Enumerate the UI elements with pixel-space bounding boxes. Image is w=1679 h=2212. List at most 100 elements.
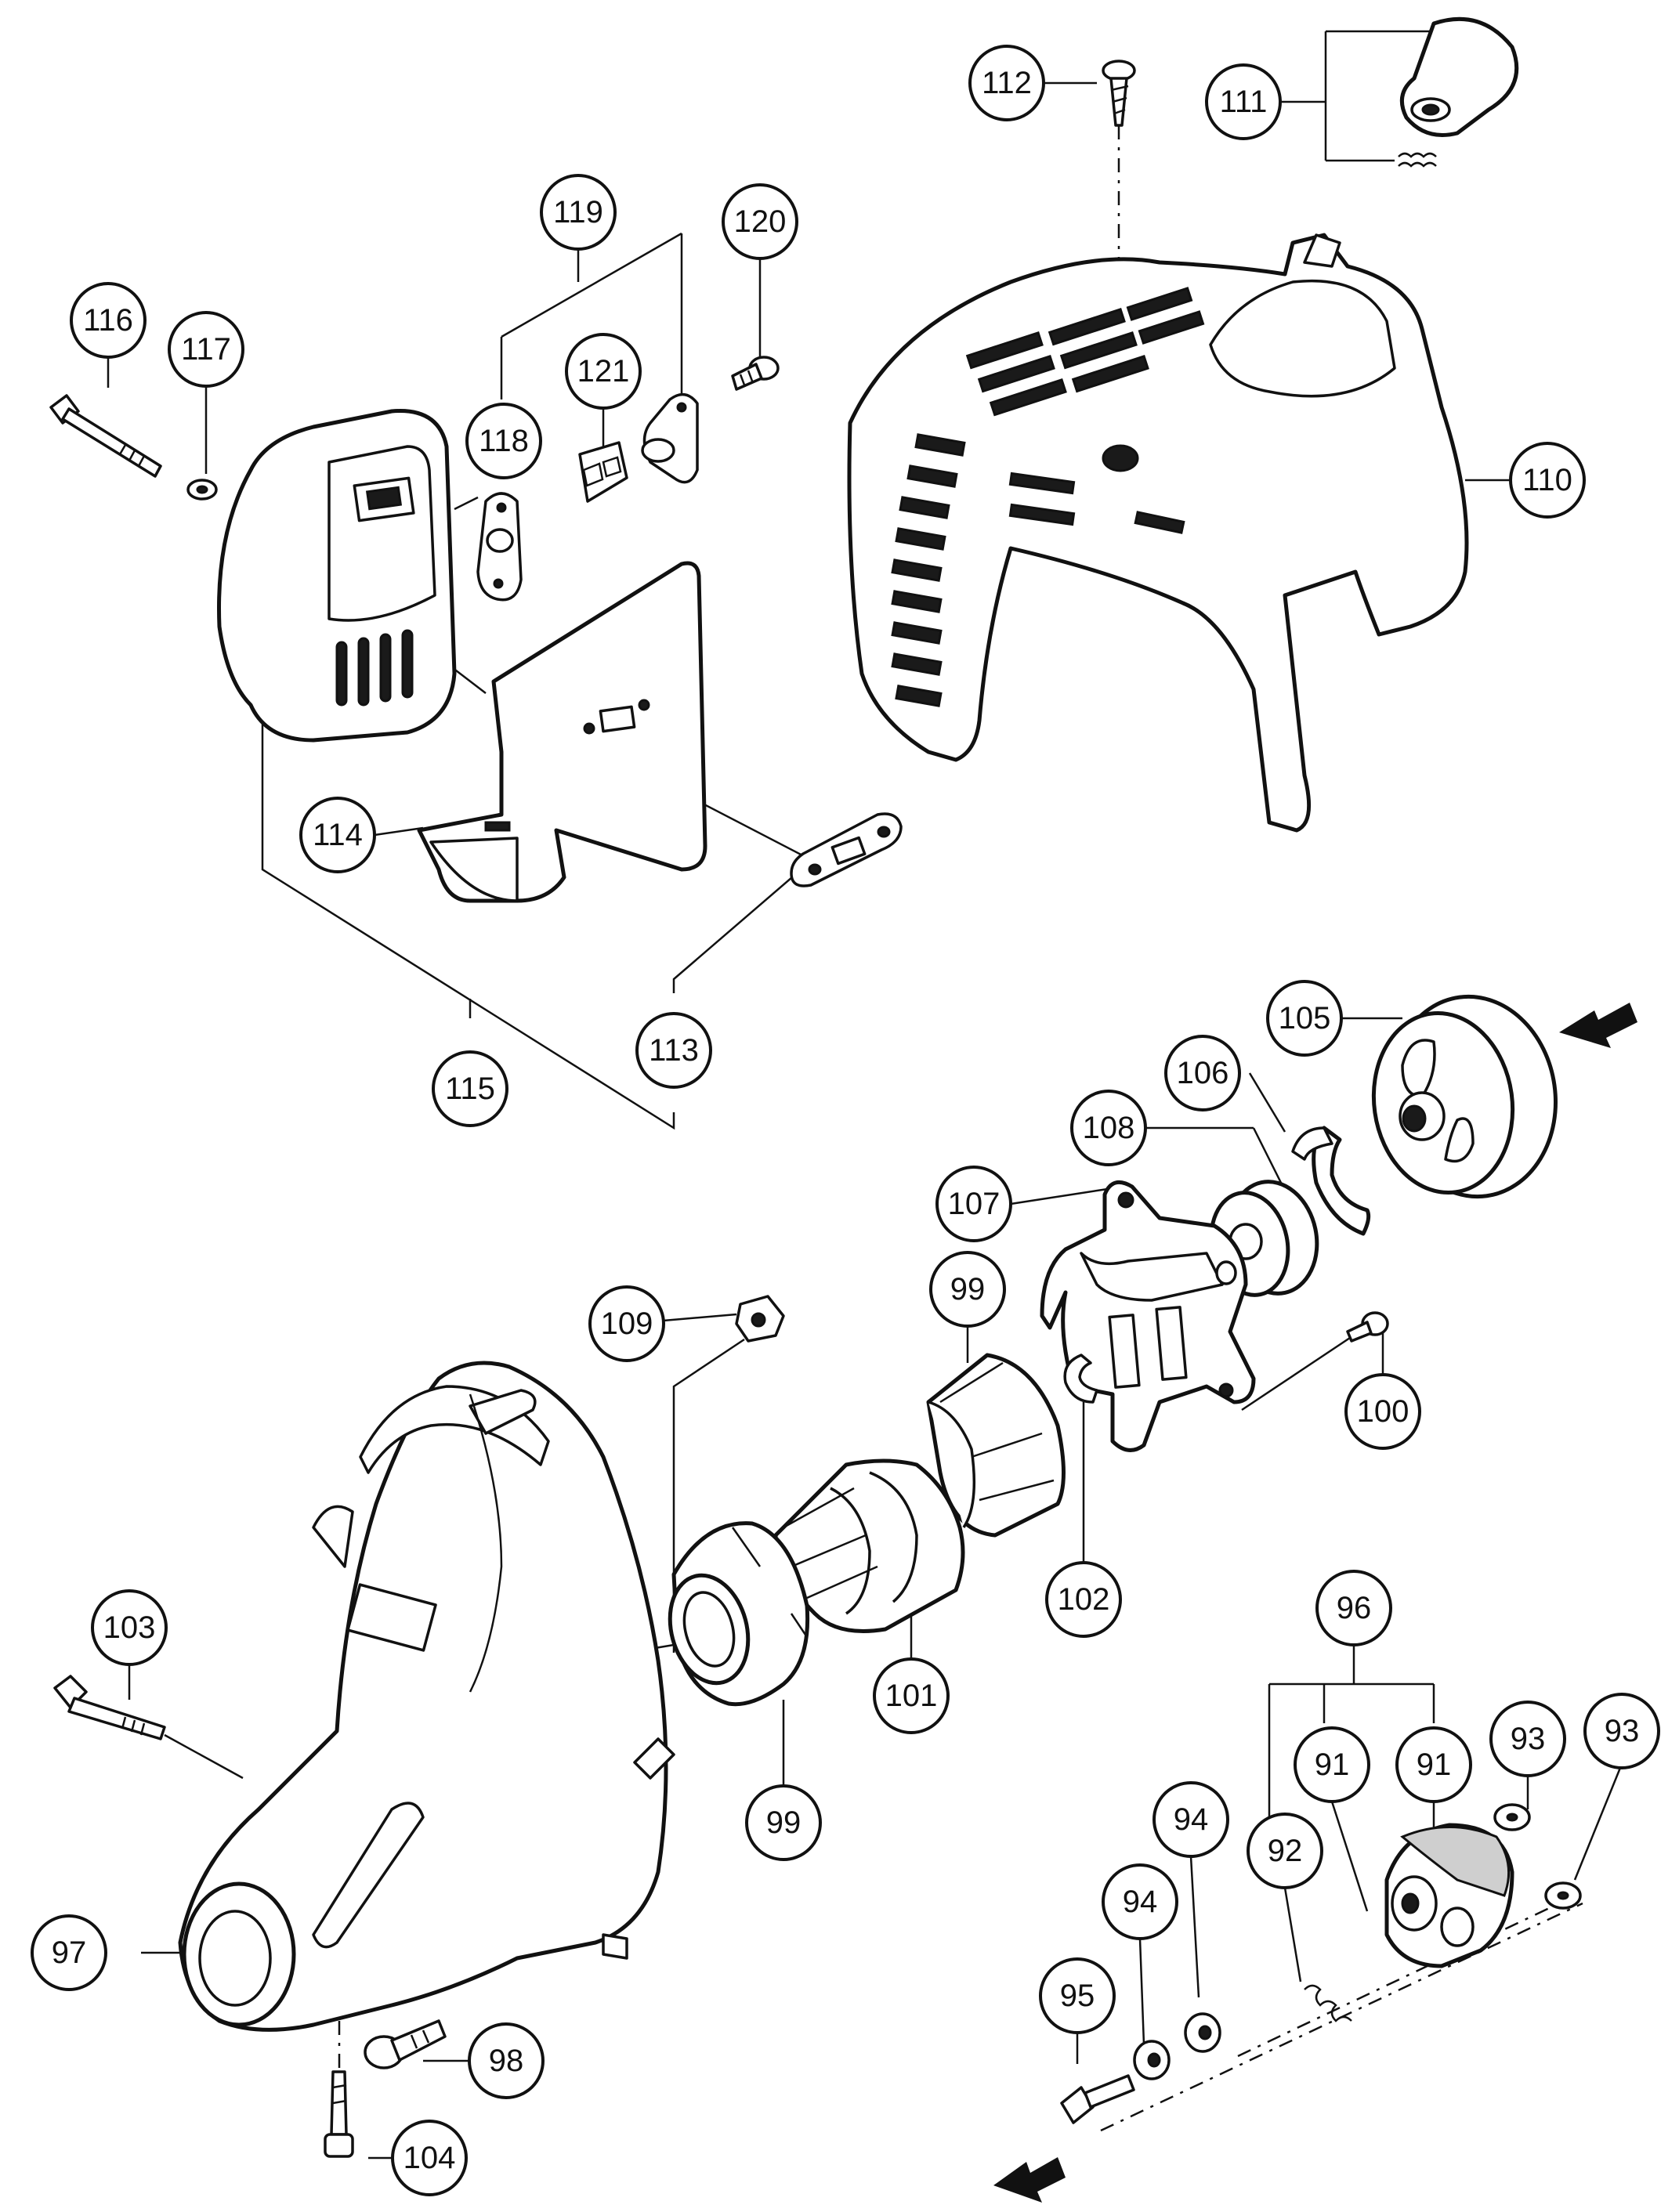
coupling-101	[773, 1458, 965, 1633]
svg-text:114: 114	[313, 818, 363, 852]
callout-104: 104	[391, 2120, 468, 2196]
parts-artwork	[49, 16, 1637, 2203]
cover-vents	[891, 287, 1205, 707]
callout-110: 110	[1509, 442, 1586, 519]
callout-101: 101	[873, 1657, 950, 1734]
svg-text:107: 107	[948, 1187, 1001, 1221]
gasket-113	[790, 812, 903, 887]
callout-100: 100	[1344, 1373, 1421, 1450]
damper-99-upper	[926, 1353, 1066, 1538]
screw-98	[364, 2019, 447, 2069]
callout-99-lower: 99	[745, 1784, 822, 1861]
callout-116: 116	[70, 282, 147, 359]
callout-bubbles: 112 111 119 120 116 117 121 118 110 114 …	[31, 45, 1660, 2196]
callout-119: 119	[540, 174, 617, 251]
direction-arrow-icon	[1559, 1003, 1637, 1048]
spring-92	[1304, 1984, 1352, 2022]
callout-113: 113	[635, 1012, 712, 1089]
svg-text:118: 118	[479, 424, 529, 458]
svg-text:102: 102	[1058, 1582, 1110, 1617]
callout-97: 97	[31, 1914, 107, 1991]
plate-119	[641, 392, 699, 484]
heat-shield-114	[417, 561, 707, 903]
screw-104	[324, 2070, 354, 2158]
svg-text:116: 116	[83, 303, 133, 338]
svg-text:121: 121	[577, 354, 630, 389]
callout-108: 108	[1070, 1090, 1147, 1166]
nut-109	[735, 1295, 785, 1343]
svg-text:111: 111	[1220, 85, 1268, 119]
clutch-housing-107	[1040, 1180, 1256, 1452]
callout-117: 117	[168, 311, 244, 388]
gasket-118	[476, 492, 523, 602]
leader-lines	[107, 30, 1623, 2160]
svg-text:105: 105	[1279, 1001, 1331, 1036]
svg-text:95: 95	[1060, 1979, 1095, 2013]
muffler-115	[217, 409, 457, 743]
callout-114: 114	[299, 797, 376, 873]
svg-text:104: 104	[403, 2141, 456, 2175]
svg-text:103: 103	[103, 1610, 156, 1645]
svg-text:93: 93	[1605, 1714, 1640, 1748]
damper-99-lower	[668, 1521, 810, 1707]
svg-text:99: 99	[766, 1805, 802, 1840]
svg-text:91: 91	[1417, 1748, 1452, 1782]
callout-109: 109	[588, 1285, 665, 1362]
svg-text:120: 120	[734, 204, 787, 239]
svg-text:101: 101	[885, 1679, 938, 1713]
svg-text:110: 110	[1522, 463, 1572, 497]
clip-121	[578, 441, 628, 503]
svg-text:93: 93	[1511, 1722, 1546, 1756]
screw-120	[731, 356, 780, 391]
gear-housing-97	[178, 1361, 675, 2032]
callout-121: 121	[565, 333, 642, 410]
circlip-102	[1063, 1354, 1098, 1404]
svg-text:98: 98	[489, 2044, 524, 2078]
callout-120: 120	[722, 183, 798, 260]
callout-96: 96	[1315, 1570, 1392, 1646]
callout-94-upper: 94	[1153, 1781, 1229, 1858]
clutch-drum-105	[1371, 994, 1558, 1199]
svg-text:106: 106	[1177, 1056, 1229, 1090]
callout-105: 105	[1266, 980, 1343, 1057]
callout-92: 92	[1247, 1813, 1323, 1889]
direction-arrow-icon	[993, 2157, 1066, 2203]
screw-100	[1346, 1311, 1389, 1343]
bolt-116	[49, 394, 162, 478]
svg-text:96: 96	[1337, 1591, 1372, 1625]
callout-91-b: 91	[1395, 1726, 1472, 1803]
bolt-103	[53, 1675, 166, 1740]
callout-93-a: 93	[1489, 1701, 1566, 1777]
callout-111: 111	[1205, 63, 1282, 140]
engine-cover-110	[847, 233, 1469, 833]
svg-text:117: 117	[181, 332, 231, 367]
callout-115: 115	[432, 1050, 508, 1127]
svg-text:97: 97	[52, 1936, 87, 1970]
svg-text:100: 100	[1357, 1394, 1409, 1429]
svg-text:115: 115	[445, 1072, 495, 1106]
screw-112	[1102, 60, 1136, 127]
callout-99-upper: 99	[929, 1251, 1006, 1328]
callout-98: 98	[468, 2022, 545, 2099]
callout-91-a: 91	[1294, 1726, 1370, 1803]
callout-118: 118	[465, 403, 542, 479]
muffler-fins	[335, 629, 414, 707]
svg-text:99: 99	[950, 1272, 986, 1307]
callout-112: 112	[968, 45, 1045, 121]
svg-text:94: 94	[1123, 1885, 1158, 1919]
clutch-assembly-96	[1384, 1823, 1514, 1968]
svg-text:112: 112	[982, 66, 1032, 100]
svg-text:92: 92	[1268, 1834, 1303, 1868]
callout-103: 103	[91, 1589, 168, 1666]
svg-text:109: 109	[601, 1307, 653, 1341]
shoulder-bolt-95	[1060, 2074, 1135, 2124]
svg-text:91: 91	[1315, 1748, 1350, 1782]
snap-ring-106	[1291, 1126, 1371, 1236]
svg-text:113: 113	[649, 1033, 699, 1068]
spark-plug-cap-111	[1398, 16, 1519, 168]
callout-107: 107	[935, 1166, 1012, 1242]
callout-95: 95	[1039, 1957, 1116, 2034]
callout-94-lower: 94	[1102, 1863, 1178, 1940]
svg-text:119: 119	[553, 195, 603, 230]
